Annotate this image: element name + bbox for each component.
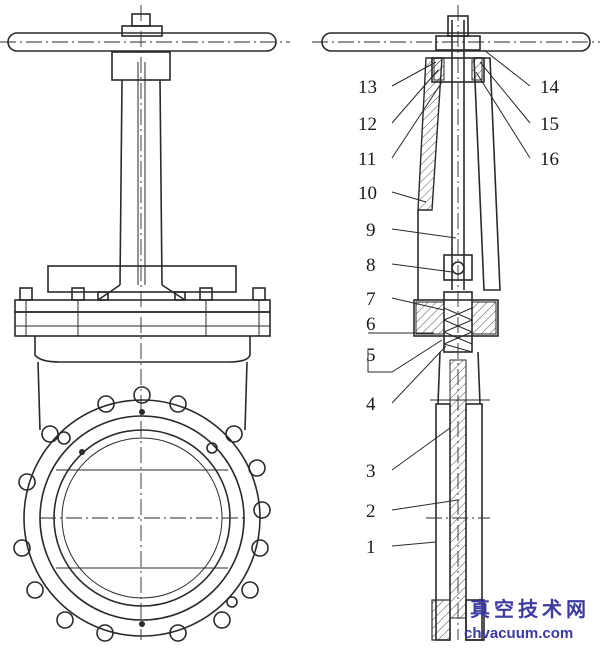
callout-7: 7	[366, 289, 376, 310]
valve-body-front	[23, 361, 261, 637]
body-section	[426, 351, 490, 641]
watermark: 真空技术网 chvacuum.com	[464, 597, 590, 642]
leader-lines	[367, 49, 531, 547]
bonnet-section	[413, 291, 499, 353]
callout-15: 15	[540, 114, 559, 135]
callout-3: 3	[366, 461, 376, 482]
flange-bolt-holes	[13, 386, 271, 642]
callout-13: 13	[358, 77, 377, 98]
callout-4: 4	[366, 394, 376, 415]
section-view	[312, 5, 600, 641]
callout-16: 16	[540, 149, 559, 170]
callout-6: 6	[366, 314, 376, 335]
watermark-title: 真空技术网	[470, 597, 590, 621]
yoke-section	[417, 57, 501, 300]
handwheel-front	[0, 5, 290, 640]
callout-8: 8	[366, 255, 376, 276]
bonnet-flange-front	[14, 287, 271, 363]
callout-11: 11	[358, 149, 376, 170]
yoke-front	[47, 51, 237, 301]
callout-1: 1	[366, 537, 376, 558]
watermark-url: chvacuum.com	[464, 625, 573, 642]
stem-section	[443, 20, 473, 290]
callout-numbers: 13 12 11 10 9 8 7 6 5 4 3 2 1 14 15 16	[358, 77, 560, 558]
callout-12: 12	[358, 114, 377, 135]
callout-2: 2	[366, 501, 376, 522]
front-view	[0, 5, 290, 642]
callout-14: 14	[540, 77, 560, 98]
callout-9: 9	[366, 220, 376, 241]
callout-5: 5	[366, 345, 376, 366]
callout-10: 10	[358, 183, 377, 204]
